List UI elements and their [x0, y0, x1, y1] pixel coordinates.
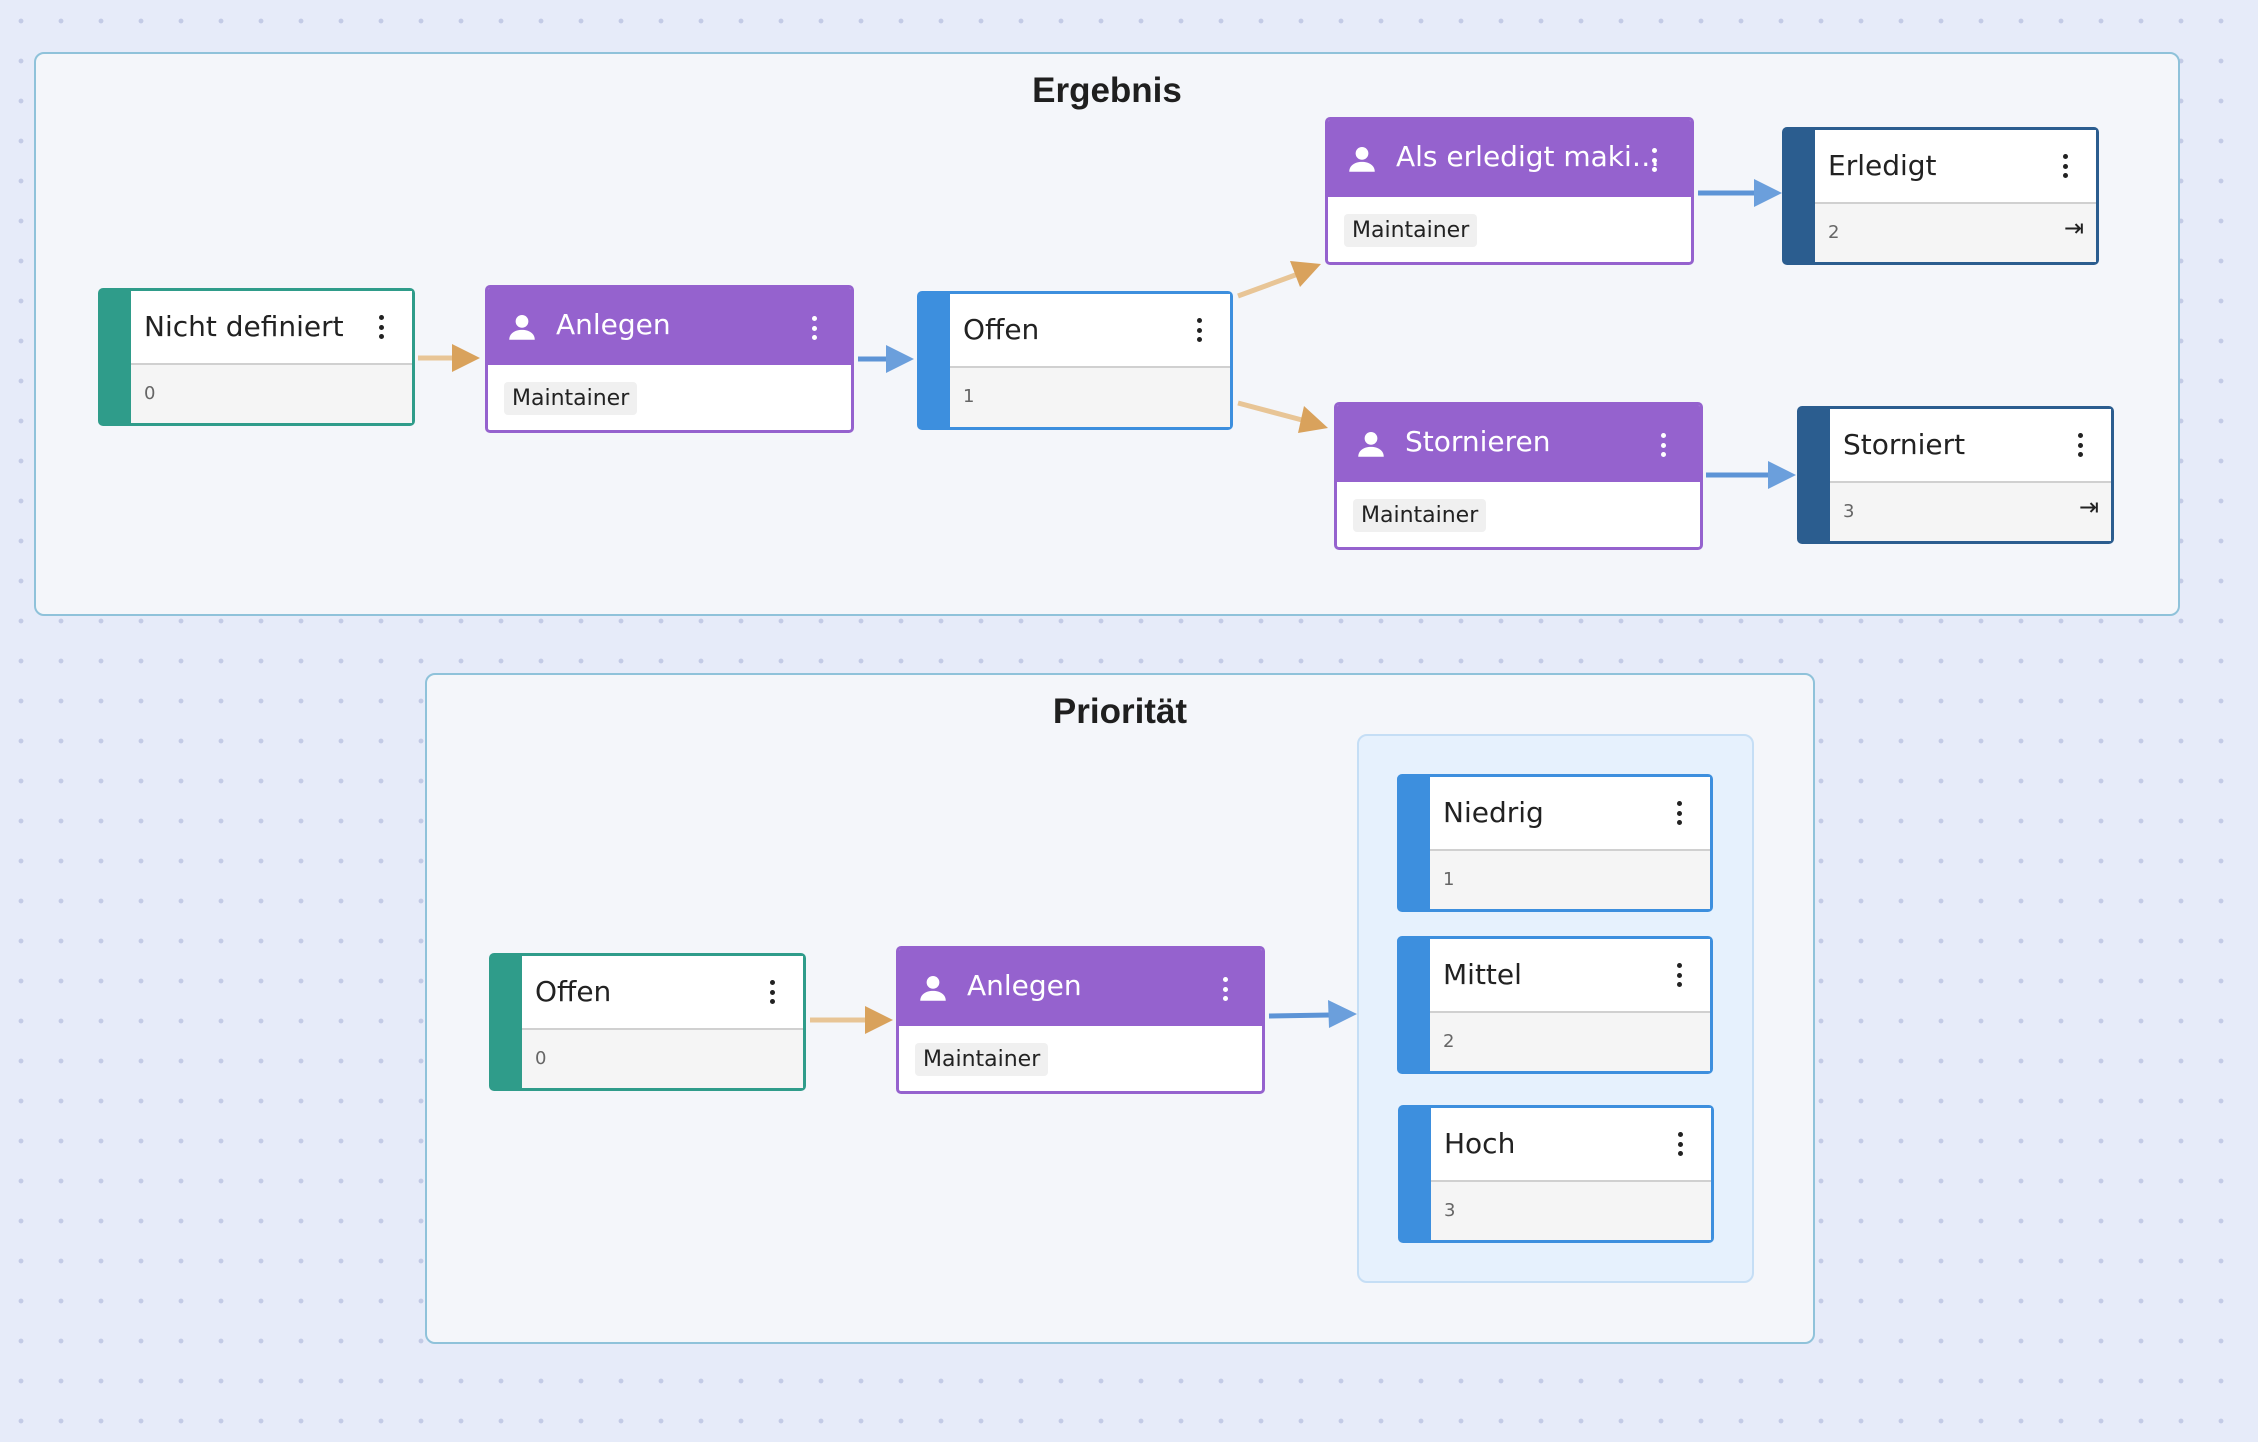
action-label: Anlegen — [967, 969, 1082, 1002]
more-vertical-icon[interactable] — [809, 314, 819, 342]
more-vertical-icon[interactable] — [1194, 316, 1204, 344]
state-value: 1 — [963, 386, 975, 407]
state-label: Nicht definiert — [144, 310, 344, 343]
role-badge: Maintainer — [1353, 499, 1487, 532]
action-anlegen[interactable]: Anlegen Maintainer — [485, 285, 854, 433]
state-label: Offen — [963, 313, 1040, 346]
more-vertical-icon[interactable] — [376, 313, 386, 341]
more-vertical-icon[interactable] — [1675, 1130, 1685, 1158]
state-label: Erledigt — [1828, 149, 1937, 182]
more-vertical-icon[interactable] — [2060, 152, 2070, 180]
more-vertical-icon[interactable] — [1220, 975, 1230, 1003]
state-offen[interactable]: Offen 1 — [917, 291, 1233, 430]
state-label: Hoch — [1444, 1127, 1516, 1160]
end-state-icon: ⇥ — [2078, 493, 2099, 521]
state-erledigt[interactable]: Erledigt 2 ⇥ — [1782, 127, 2099, 265]
more-vertical-icon[interactable] — [2075, 431, 2085, 459]
person-icon — [1349, 146, 1375, 172]
action-als-erledigt[interactable]: Als erledigt maki… Maintainer — [1325, 117, 1694, 265]
action-label: Stornieren — [1405, 425, 1551, 458]
state-niedrig[interactable]: Niedrig 1 — [1397, 774, 1713, 912]
role-badge: Maintainer — [915, 1043, 1049, 1076]
state-value: 1 — [1443, 869, 1455, 890]
state-hoch[interactable]: Hoch 3 — [1398, 1105, 1714, 1243]
state-offen-prio[interactable]: Offen 0 — [489, 953, 806, 1091]
state-label: Mittel — [1443, 958, 1522, 991]
action-stornieren[interactable]: Stornieren Maintainer — [1334, 402, 1703, 550]
state-label: Storniert — [1843, 428, 1966, 461]
more-vertical-icon[interactable] — [1649, 146, 1659, 174]
more-vertical-icon[interactable] — [1658, 431, 1668, 459]
action-label: Anlegen — [556, 308, 671, 341]
state-value: 3 — [1444, 1200, 1456, 1221]
end-state-icon: ⇥ — [2063, 214, 2084, 242]
group-title-ergebnis: Ergebnis — [1032, 71, 1182, 110]
state-mittel[interactable]: Mittel 2 — [1397, 936, 1713, 1074]
person-icon — [509, 314, 535, 340]
action-anlegen-prio[interactable]: Anlegen Maintainer — [896, 946, 1265, 1094]
role-badge: Maintainer — [504, 382, 638, 415]
state-label: Niedrig — [1443, 796, 1544, 829]
state-value: 2 — [1443, 1031, 1455, 1052]
person-icon — [920, 975, 946, 1001]
state-value: 0 — [535, 1048, 547, 1069]
state-storniert[interactable]: Storniert 3 ⇥ — [1797, 406, 2114, 544]
action-label: Als erledigt maki… — [1396, 140, 1660, 173]
state-value: 2 — [1828, 222, 1840, 243]
state-value: 3 — [1843, 501, 1855, 522]
state-nicht-definiert[interactable]: Nicht definiert 0 — [98, 288, 415, 426]
more-vertical-icon[interactable] — [1674, 799, 1684, 827]
more-vertical-icon[interactable] — [767, 978, 777, 1006]
person-icon — [1358, 431, 1384, 457]
role-badge: Maintainer — [1344, 214, 1478, 247]
group-title-prioritaet: Priorität — [1052, 692, 1188, 731]
state-label: Offen — [535, 975, 612, 1008]
state-value: 0 — [144, 383, 156, 404]
more-vertical-icon[interactable] — [1674, 961, 1684, 989]
